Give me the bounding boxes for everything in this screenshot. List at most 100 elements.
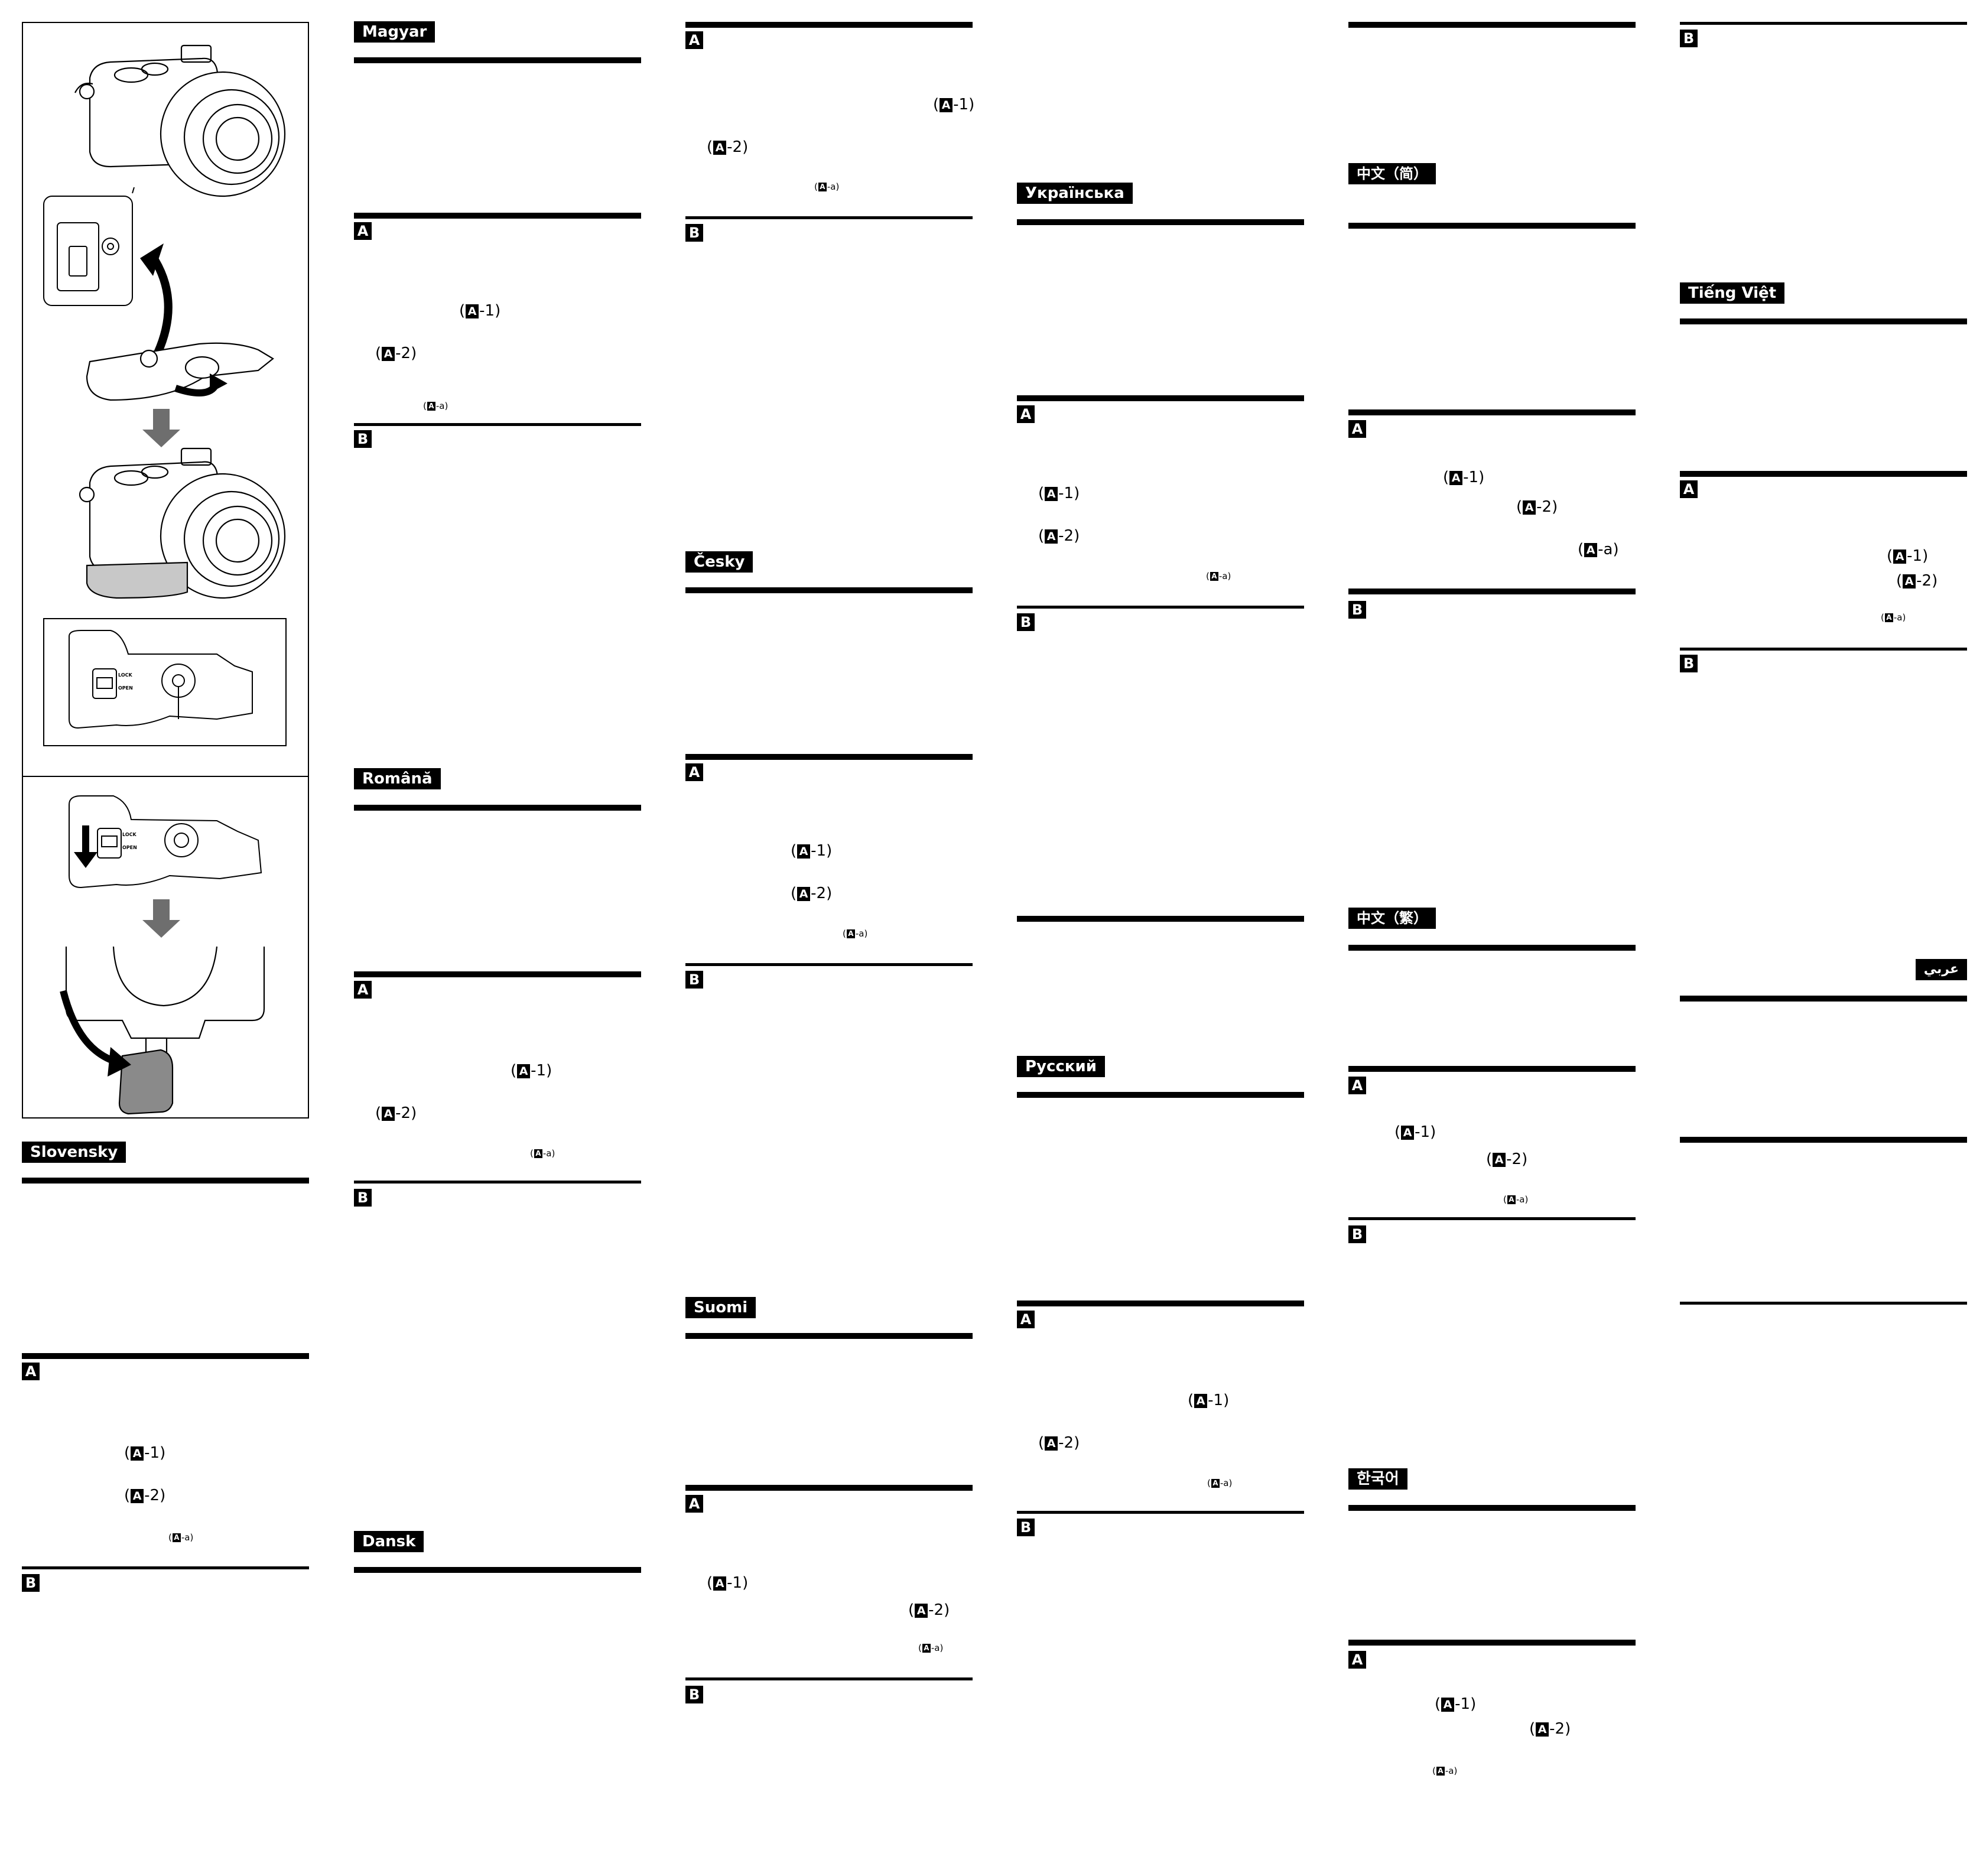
ref-a2: (A-2) [1038, 1434, 1080, 1452]
instruction-figure-panel: LOCK OPEN LOCK OPEN [22, 22, 309, 1119]
section-rule [354, 57, 641, 63]
marker-b: B [685, 971, 703, 989]
section-rule [1680, 996, 1967, 1002]
ref-aa: (A-a) [168, 1532, 194, 1543]
marker-a: A [685, 31, 703, 49]
section-rule [685, 1333, 973, 1339]
marker-a-inline: A [534, 1149, 542, 1158]
marker-a-inline: A [915, 1604, 928, 1618]
ref-a1: (A-1) [707, 1574, 749, 1592]
section-rule [22, 1353, 309, 1359]
marker-a-inline: A [382, 347, 395, 361]
section-rule [354, 213, 641, 219]
down-arrow-2 [142, 899, 180, 938]
marker-b: B [354, 430, 372, 448]
ref-a2: (A-2) [791, 885, 833, 902]
ref-a2: (A-2) [1486, 1150, 1528, 1168]
marker-a-inline: A [1210, 572, 1218, 581]
marker-b: B [1017, 1519, 1035, 1536]
marker-a-inline: A [1045, 1436, 1058, 1451]
marker-a-inline: A [466, 304, 479, 318]
attach-arrow [148, 253, 173, 355]
grip-illustration [86, 342, 274, 401]
ref-aa: (A-a) [1206, 571, 1231, 581]
marker-a-inline: A [1045, 529, 1058, 544]
section-rule [1348, 589, 1636, 594]
ref-aa: (A-a) [918, 1643, 944, 1653]
camera-illustration-with-grip [79, 447, 286, 599]
section-rule [1348, 22, 1636, 28]
marker-a-inline: A [427, 402, 435, 411]
ref-a1: (A-1) [1887, 547, 1929, 565]
marker-a-inline: A [1449, 471, 1463, 485]
language-heading-zh-traditional: 中文（繁） [1348, 908, 1436, 929]
ref-aa: (A-a) [1207, 1478, 1233, 1488]
ref-aa: (A-a) [1578, 541, 1619, 558]
marker-a-inline: A [1903, 574, 1916, 589]
section-rule [354, 805, 641, 811]
section-rule [354, 1567, 641, 1573]
marker-b: B [1348, 601, 1366, 619]
section-rule [1017, 916, 1304, 922]
section-rule [1680, 1137, 1967, 1143]
marker-a-inline: A [1211, 1479, 1220, 1488]
language-heading-suomi: Suomi [685, 1297, 756, 1318]
section-rule [1680, 471, 1967, 477]
marker-a-inline: A [797, 844, 811, 859]
marker-a-inline: A [131, 1446, 144, 1461]
marker-a-inline: A [1401, 1126, 1415, 1140]
marker-a: A [1017, 405, 1035, 423]
section-rule [22, 1566, 309, 1569]
marker-b: B [354, 1189, 372, 1207]
ref-a1: (A-1) [459, 302, 501, 320]
language-heading-slovensky: Slovensky [22, 1142, 126, 1163]
section-rule [685, 963, 973, 966]
marker-a-inline: A [1441, 1698, 1455, 1712]
marker-a: A [354, 222, 372, 240]
marker-a-inline: A [382, 1107, 395, 1121]
marker-b: B [1680, 30, 1698, 47]
ref-a2: (A-2) [908, 1601, 950, 1619]
ref-a2: (A-2) [375, 1104, 417, 1122]
ref-aa: (A-a) [843, 928, 868, 939]
ref-a1: (A-1) [1394, 1123, 1436, 1141]
section-rule [1680, 1302, 1967, 1305]
open-label-1: OPEN [118, 685, 133, 691]
camera-bottom-illustration [65, 946, 265, 1115]
marker-a: A [1680, 480, 1698, 498]
marker-a-inline: A [1536, 1722, 1549, 1737]
language-heading-zh-simplified: 中文（简） [1348, 163, 1436, 184]
marker-b: B [1017, 613, 1035, 631]
language-heading-arabic: عربي [1915, 959, 1967, 980]
marker-a-inline: A [940, 98, 953, 112]
ref-a1: (A-1) [511, 1062, 552, 1080]
figure-outer-frame [22, 22, 309, 1119]
section-rule [1348, 1505, 1636, 1511]
marker-a-inline: A [1045, 487, 1058, 501]
slide-down-arrow [74, 825, 97, 868]
ref-a1: (A-1) [1038, 485, 1080, 502]
marker-a-inline: A [1194, 1394, 1208, 1408]
marker-a-inline: A [517, 1064, 531, 1078]
ref-a2: (A-2) [707, 138, 749, 156]
ref-a1: (A-1) [124, 1444, 166, 1462]
marker-b: B [1680, 655, 1698, 672]
marker-a-inline: A [797, 887, 811, 901]
ref-a1: (A-1) [791, 842, 833, 860]
marker-a-inline: A [1893, 550, 1907, 564]
marker-a: A [685, 1495, 703, 1513]
remove-arrow [60, 990, 118, 1065]
section-rule [1017, 219, 1304, 225]
marker-a-inline: A [713, 141, 727, 155]
ref-aa: (A-a) [1432, 1766, 1458, 1776]
marker-b: B [685, 1686, 703, 1703]
marker-a: A [1348, 1077, 1366, 1094]
section-rule [1348, 409, 1636, 415]
section-rule [1017, 1092, 1304, 1098]
marker-a-inline: A [818, 183, 827, 191]
ref-a2: (A-2) [1896, 572, 1938, 590]
section-rule [1680, 22, 1967, 25]
ref-a2: (A-2) [1516, 498, 1558, 516]
language-heading-cesky: Česky [685, 551, 753, 573]
marker-a: A [1348, 420, 1366, 438]
